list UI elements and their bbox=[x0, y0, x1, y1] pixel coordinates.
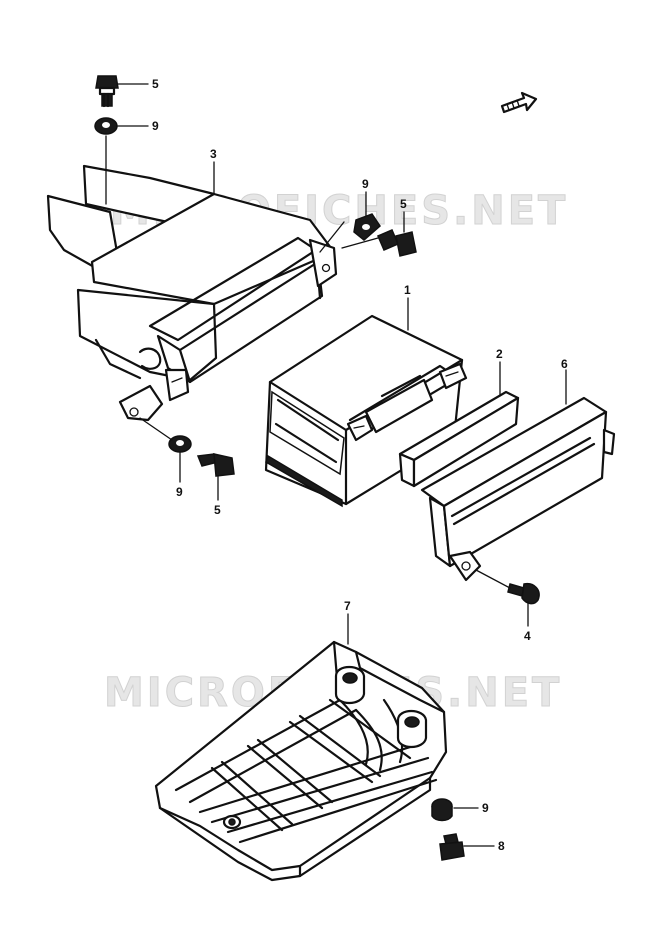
battery-case-part-3 bbox=[46, 164, 338, 422]
svg-text:1: 1 bbox=[404, 283, 411, 297]
washer-low-part-9 bbox=[168, 435, 192, 453]
callout-9-top: 9 bbox=[117, 119, 159, 133]
svg-text:2: 2 bbox=[496, 347, 503, 361]
callout-5-mid: 5 bbox=[400, 197, 407, 233]
front-direction-arrow-icon bbox=[500, 91, 538, 114]
battery-part-1 bbox=[264, 314, 468, 508]
washer-mid-part-9 bbox=[353, 213, 381, 241]
washer-top-part-9 bbox=[94, 117, 118, 135]
callout-7: 7 bbox=[344, 599, 351, 645]
svg-text:4: 4 bbox=[524, 629, 531, 643]
svg-text:5: 5 bbox=[152, 77, 159, 91]
callout-4: 4 bbox=[524, 601, 531, 643]
washer-bottom-part-9 bbox=[431, 798, 453, 822]
callout-9-low: 9 bbox=[176, 451, 183, 499]
callout-6: 6 bbox=[561, 357, 568, 405]
bolt-low-part-5 bbox=[196, 453, 235, 477]
svg-text:9: 9 bbox=[176, 485, 183, 499]
svg-text:7: 7 bbox=[344, 599, 351, 613]
pad-part-2 bbox=[398, 390, 520, 488]
callout-9-mid: 9 bbox=[362, 177, 369, 217]
screw-part-4 bbox=[507, 582, 540, 605]
callout-5-low: 5 bbox=[214, 475, 221, 517]
leader-screw bbox=[475, 569, 511, 589]
battery-terminal-right bbox=[438, 362, 468, 390]
under-cover-part-7 bbox=[154, 640, 448, 882]
leader-bolt-mid bbox=[341, 237, 379, 249]
callout-9-bottom: 9 bbox=[453, 801, 489, 815]
battery-terminal-left bbox=[346, 414, 374, 442]
svg-text:5: 5 bbox=[214, 503, 221, 517]
svg-text:3: 3 bbox=[210, 147, 217, 161]
callout-3: 3 bbox=[210, 147, 217, 195]
svg-text:9: 9 bbox=[362, 177, 369, 191]
svg-text:9: 9 bbox=[152, 119, 159, 133]
svg-text:9: 9 bbox=[482, 801, 489, 815]
leader-washer-mid bbox=[319, 221, 345, 253]
svg-text:6: 6 bbox=[561, 357, 568, 371]
leader-washer-low bbox=[139, 417, 173, 441]
cover-part-6 bbox=[420, 396, 616, 582]
bolt-mid-part-5 bbox=[377, 229, 417, 257]
bolt-bottom-part-8 bbox=[439, 833, 465, 861]
callout-8: 8 bbox=[463, 839, 505, 853]
callout-1: 1 bbox=[404, 283, 411, 331]
bolt-top-part-5 bbox=[95, 75, 119, 108]
callout-5-top: 5 bbox=[117, 77, 159, 91]
svg-text:8: 8 bbox=[498, 839, 505, 853]
svg-text:5: 5 bbox=[400, 197, 407, 211]
callout-2: 2 bbox=[496, 347, 503, 397]
